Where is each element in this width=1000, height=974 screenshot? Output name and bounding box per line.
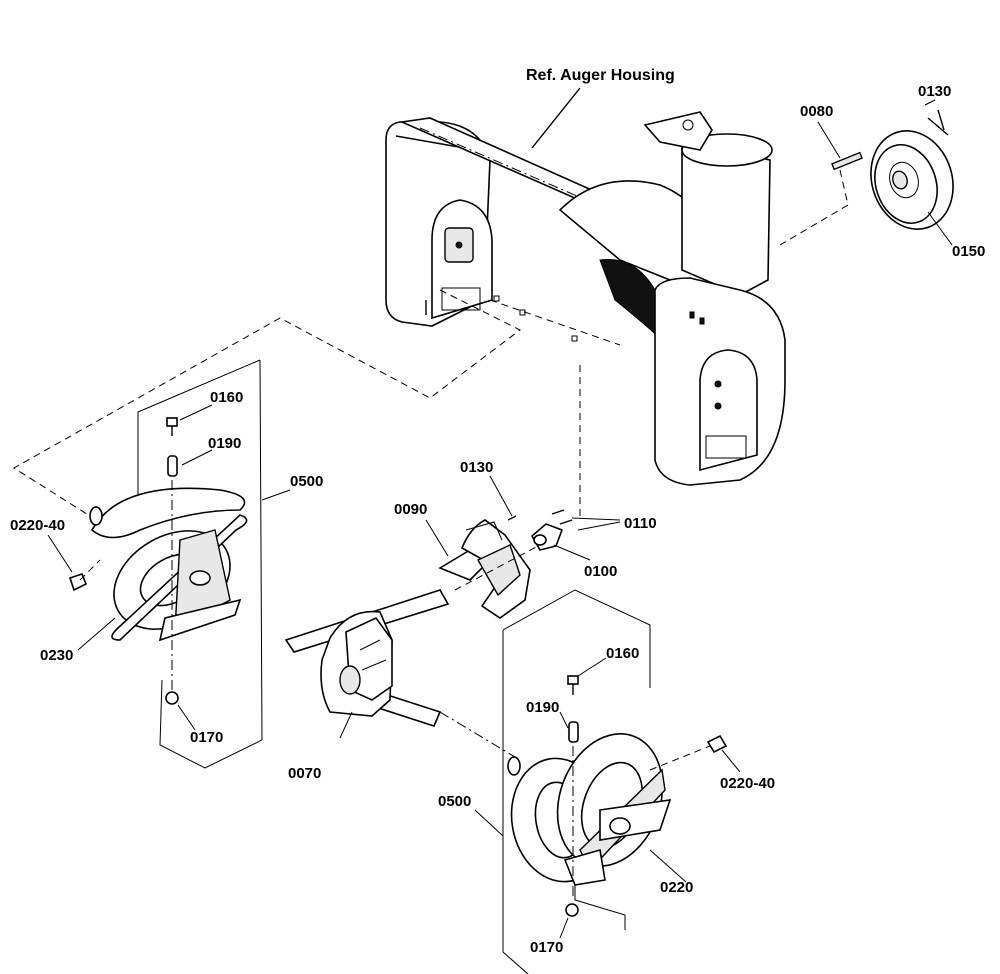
pin-0130-top — [927, 109, 949, 136]
callout-0080: 0080 — [800, 103, 833, 120]
callout-0220-40-left: 0220-40 — [10, 517, 65, 534]
callout-0160-left: 0160 — [210, 389, 243, 406]
spacer-0190-right — [568, 721, 579, 743]
callout-0130-top: 0130 — [918, 83, 951, 100]
callout-0190-right: 0190 — [526, 699, 559, 716]
bolt-0160-right — [567, 675, 579, 685]
spacer-0190-left — [167, 455, 178, 477]
nut-0170-right — [565, 903, 579, 917]
callout-0230: 0230 — [40, 647, 73, 664]
callout-0190-left: 0190 — [208, 435, 241, 452]
bracket-0500-right — [502, 589, 651, 974]
bolt-0160-left — [166, 417, 178, 427]
callout-0220-40-right: 0220-40 — [720, 775, 775, 792]
bracket-0500-left — [137, 359, 263, 769]
callout-0160-right: 0160 — [606, 645, 639, 662]
key-0080 — [831, 151, 863, 171]
callout-0130-mid: 0130 — [460, 459, 493, 476]
callout-0500-right: 0500 — [438, 793, 471, 810]
auger-0230 — [89, 487, 248, 642]
callout-0170-right: 0170 — [530, 939, 563, 956]
callout-0090: 0090 — [394, 501, 427, 518]
pulley-0150 — [870, 130, 954, 230]
screws-0110 — [551, 509, 573, 525]
auger-housing — [385, 111, 786, 486]
callout-0100: 0100 — [584, 563, 617, 580]
pin-0130-mid — [507, 515, 517, 521]
callout-0500-left: 0500 — [290, 473, 323, 490]
auger-0220 — [507, 733, 672, 886]
callout-0220: 0220 — [660, 879, 693, 896]
callout-0110: 0110 — [624, 515, 657, 532]
callout-0150: 0150 — [952, 243, 985, 260]
callout-0070: 0070 — [288, 765, 321, 782]
fitting-0220-40-right — [706, 734, 728, 754]
bearing-0100 — [530, 523, 564, 551]
housing-reference-label: Ref. Auger Housing — [526, 67, 675, 84]
impeller-0090 — [438, 519, 531, 619]
gearbox-0070 — [284, 589, 450, 727]
nut-0170-left — [165, 691, 179, 705]
callout-0170-left: 0170 — [190, 729, 223, 746]
